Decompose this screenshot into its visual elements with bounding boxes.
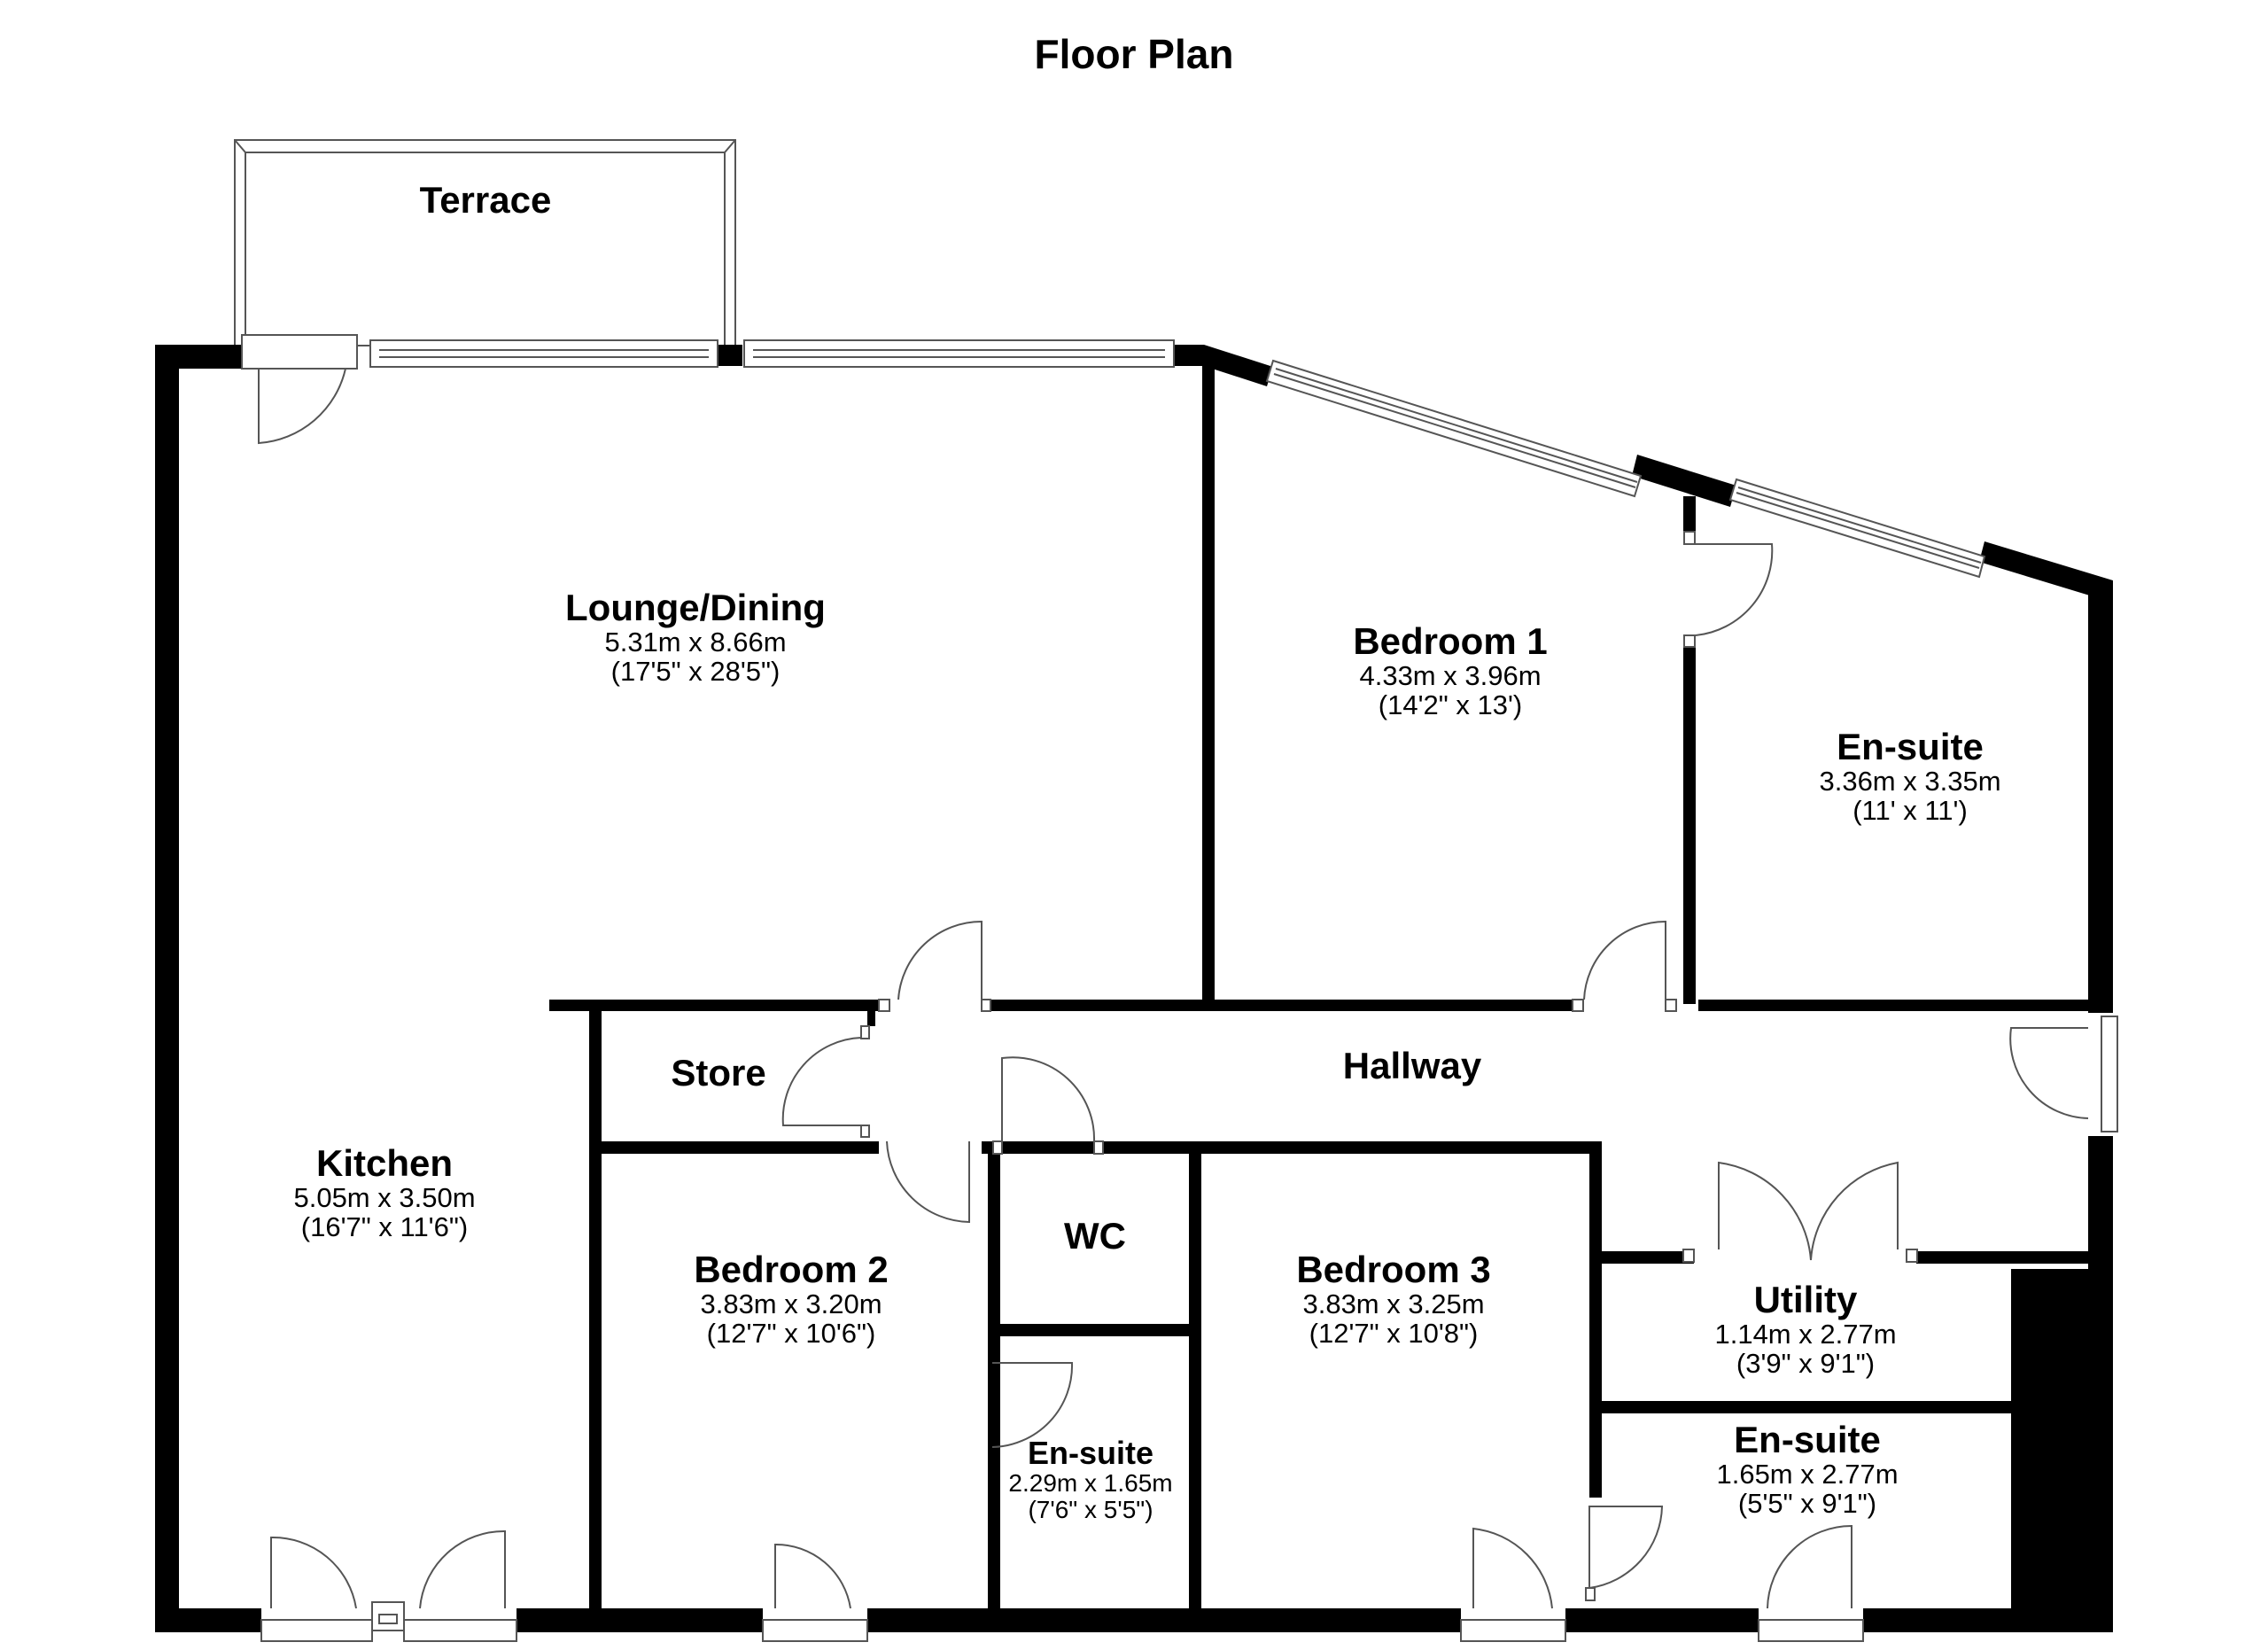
- kitchen-patio-doors[interactable]: [260, 1529, 517, 1642]
- entrance-door[interactable]: [2009, 1016, 2118, 1132]
- wc-door[interactable]: [992, 1056, 1104, 1155]
- terrace-door[interactable]: [241, 334, 358, 445]
- room-name: Store: [671, 1052, 766, 1094]
- room-imperial: (3'9" x 9'1"): [1736, 1348, 1876, 1379]
- page-title: Floor Plan: [1034, 31, 1234, 77]
- room-terrace: Terrace: [420, 182, 552, 219]
- room-name: Bedroom 2: [694, 1249, 889, 1290]
- room-name: En-suite: [1837, 726, 1984, 767]
- store-door[interactable]: [781, 1025, 870, 1138]
- ensuite3-window-door[interactable]: [1758, 1524, 1864, 1642]
- bedroom1-door[interactable]: [1572, 920, 1677, 1012]
- room-utility: Utility 1.14m x 2.77m (3'9" x 9'1"): [1714, 1279, 1897, 1379]
- room-imperial: (17'5" x 28'5"): [610, 656, 781, 687]
- lounge-hallway-door[interactable]: [878, 920, 991, 1012]
- room-name: Terrace: [419, 179, 552, 221]
- room-metric: 5.31m x 8.66m: [604, 627, 787, 658]
- room-ensuite-1: En-suite 3.36m x 3.35m (11' x 11'): [1819, 726, 2001, 826]
- exterior-walls: [155, 345, 2113, 1632]
- bedroom3-window-door[interactable]: [1460, 1527, 1566, 1642]
- interior-walls: [549, 366, 2111, 1632]
- room-bedroom-1: Bedroom 1 4.33m x 3.96m (14'2" x 13'): [1353, 620, 1548, 720]
- room-name: Bedroom 3: [1296, 1249, 1491, 1290]
- room-store: Store: [671, 1055, 765, 1092]
- room-name: Lounge/Dining: [565, 587, 826, 628]
- room-imperial: (16'7" x 11'6"): [300, 1211, 469, 1242]
- room-lounge-dining: Lounge/Dining 5.31m x 8.66m (17'5" x 28'…: [565, 587, 826, 687]
- bedroom2-door[interactable]: [886, 1140, 970, 1224]
- room-metric: 1.65m x 2.77m: [1716, 1459, 1899, 1490]
- room-imperial: (12'7" x 10'8"): [1309, 1318, 1479, 1349]
- room-metric: 3.83m x 3.25m: [1302, 1288, 1485, 1319]
- room-wc: WC: [1064, 1218, 1126, 1255]
- room-name: En-suite: [1734, 1419, 1881, 1460]
- room-imperial: (12'7" x 10'6"): [706, 1318, 876, 1349]
- room-bedroom-3: Bedroom 3 3.83m x 3.25m (12'7" x 10'8"): [1296, 1249, 1491, 1349]
- room-name: WC: [1064, 1215, 1126, 1257]
- room-imperial: (5'5" x 9'1"): [1737, 1488, 1877, 1519]
- room-metric: 3.83m x 3.20m: [700, 1288, 882, 1319]
- room-name: Utility: [1753, 1279, 1858, 1320]
- room-ensuite-3: En-suite 1.65m x 2.77m (5'5" x 9'1"): [1716, 1419, 1899, 1519]
- room-name: En-suite: [1027, 1435, 1154, 1471]
- room-name: Hallway: [1342, 1045, 1482, 1086]
- ensuite3-bedroom3-door[interactable]: [1585, 1506, 1664, 1601]
- terrace-outline: [234, 139, 736, 346]
- room-name: Kitchen: [315, 1142, 454, 1184]
- room-ensuite-2: En-suite 2.29m x 1.65m (7'6" x 5'5"): [1008, 1437, 1172, 1522]
- room-metric: 2.29m x 1.65m: [1008, 1469, 1173, 1497]
- room-imperial: (14'2" x 13'): [1378, 689, 1523, 720]
- room-metric: 5.05m x 3.50m: [293, 1182, 476, 1213]
- room-metric: 1.14m x 2.77m: [1714, 1319, 1897, 1350]
- ensuite2-door[interactable]: [991, 1362, 1074, 1448]
- room-metric: 4.33m x 3.96m: [1359, 660, 1542, 691]
- utility-double-door[interactable]: [1682, 1161, 1918, 1263]
- room-kitchen: Kitchen 5.05m x 3.50m (16'7" x 11'6"): [293, 1145, 475, 1241]
- room-imperial: (11' x 11'): [1852, 795, 1968, 826]
- room-hallway: Hallway: [1343, 1047, 1481, 1085]
- room-bedroom-2: Bedroom 2 3.83m x 3.20m (12'7" x 10'6"): [694, 1249, 889, 1349]
- ensuite1-door[interactable]: [1683, 531, 1774, 648]
- room-metric: 3.36m x 3.35m: [1819, 766, 2001, 797]
- bedroom2-window-door[interactable]: [762, 1543, 868, 1642]
- room-name: Bedroom 1: [1353, 620, 1548, 662]
- lounge-windows: [369, 339, 1986, 579]
- room-imperial: (7'6" x 5'5"): [1028, 1496, 1153, 1523]
